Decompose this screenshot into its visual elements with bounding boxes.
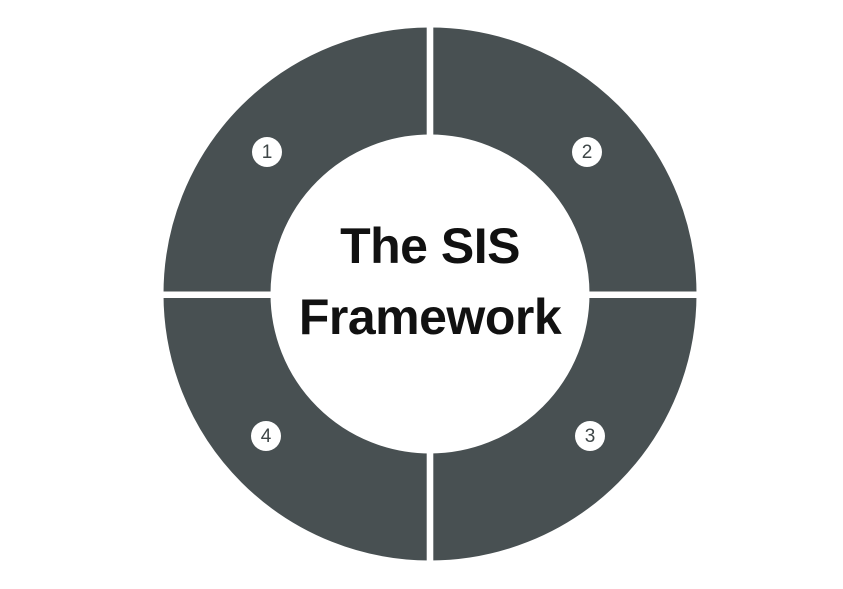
segment-badge-4: 4 — [251, 421, 281, 451]
segment-divider-vertical — [426, 14, 434, 574]
segment-number-1: 1 — [261, 141, 273, 163]
diagram-title-line1: The SIS — [340, 218, 520, 274]
segment-badge-1: 1 — [252, 137, 282, 167]
segment-number-4: 4 — [260, 425, 272, 447]
diagram-title-line2: Framework — [298, 289, 562, 345]
segment-number-2: 2 — [581, 141, 593, 163]
diagram-title: The SIS Framework — [298, 211, 562, 353]
ring-segment-4 — [163, 292, 432, 561]
segment-badge-2: 2 — [572, 137, 602, 167]
segment-number-3: 3 — [584, 425, 596, 447]
segment-badge-3: 3 — [575, 421, 605, 451]
